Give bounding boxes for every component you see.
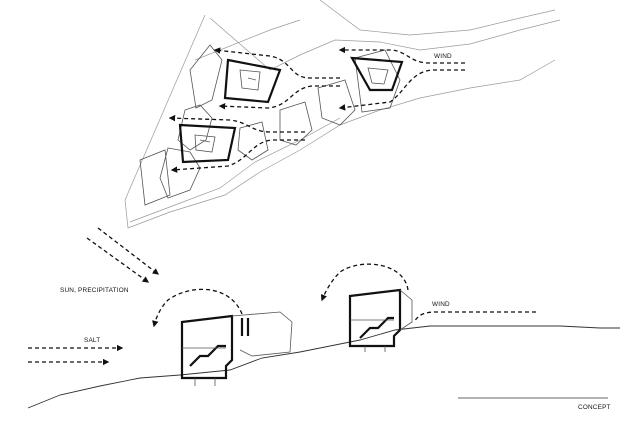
plan-wind-arrow [168, 114, 305, 133]
ground-line [27, 325, 620, 409]
sun-arrow [97, 227, 160, 275]
plan-wind-arrow [338, 46, 465, 64]
site-plan: WIND [124, 0, 561, 229]
salt-label: SALT [84, 337, 100, 344]
plan-wind-arrow [213, 47, 340, 79]
plan-building-1 [223, 58, 282, 104]
section-house-2-stair [359, 316, 394, 339]
section-house-2-shade [399, 289, 413, 331]
section-house-2-floor [350, 319, 394, 352]
plan-building-3-interior [367, 67, 389, 85]
plan-wind-arrow [338, 69, 465, 111]
section-courtyard [231, 311, 293, 357]
plan-building-1-interior [239, 69, 261, 91]
plan-building-2 [178, 123, 237, 164]
section-wind-label: WIND [432, 301, 450, 308]
section-courtyard-wall [240, 318, 250, 336]
plan-context-line [124, 14, 556, 229]
plan-wind-label: WIND [434, 53, 452, 60]
section-house-1-stair [189, 344, 226, 367]
sun-arrow [86, 237, 150, 283]
sun-precipitation-label: SUN, PRECIPITATION [60, 287, 129, 294]
section-house-1-floor [182, 347, 226, 386]
site-section: SUN, PRECIPITATION SALT WIND CONCEPT [27, 227, 620, 411]
plan-context-line [319, 0, 556, 36]
plan-wind-arrow [218, 85, 340, 110]
section-wind-arrow-horizontal [413, 311, 536, 323]
plan-lot-lines [139, 44, 401, 206]
plan-context-line [129, 117, 341, 223]
concept-label: CONCEPT [578, 404, 611, 411]
plan-context-line [209, 17, 561, 71]
plan-building-3 [350, 56, 404, 92]
plan-wind-arrow [170, 139, 305, 173]
section-wind-arrow [152, 288, 243, 328]
plan-building-2-interior [194, 134, 216, 153]
